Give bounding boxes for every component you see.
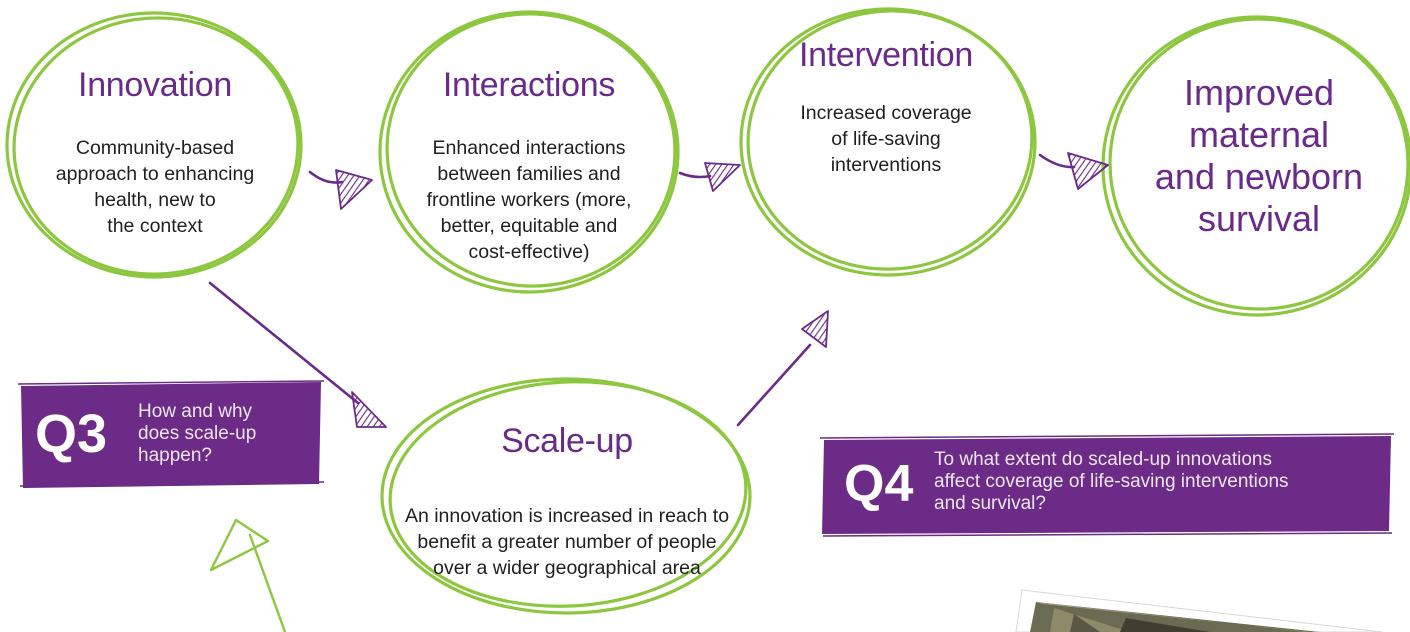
q3-line: How and why <box>138 401 253 422</box>
scaleup-circle <box>380 377 752 615</box>
intervention-circle <box>739 7 1037 277</box>
interactions-title: Interactions <box>442 66 616 104</box>
scaleup-description: An innovation is increased in reach to b… <box>382 503 752 581</box>
q3-box-background <box>18 380 324 488</box>
scaleup-line: An innovation is increased in reach to <box>404 505 730 527</box>
interactions-line: frontline workers (more, <box>426 189 632 211</box>
intervention-description: Increased coverage of life-saving interv… <box>756 100 1016 178</box>
q4-line: affect coverage of life-saving intervent… <box>934 471 1289 492</box>
arrowhead-icon <box>351 391 387 428</box>
photo-thumbnail <box>1010 572 1410 632</box>
node-intervention: Intervention Increased coverage of life-… <box>756 20 1016 260</box>
interactions-line: Enhanced interactions <box>432 137 626 159</box>
q4-box-background <box>820 433 1394 537</box>
intervention-line: Increased coverage <box>800 102 972 124</box>
arrowhead-icon <box>335 169 373 210</box>
interactions-line: between families and <box>437 163 621 185</box>
node-outcome: Improved maternal and newborn survival <box>1116 60 1402 280</box>
interactions-line: better, equitable and <box>440 215 618 237</box>
interactions-circle <box>378 10 680 294</box>
arrowhead-icon <box>801 310 829 348</box>
interactions-description: Enhanced interactions between families a… <box>384 135 674 265</box>
green-arrowhead-icon <box>209 518 270 572</box>
q4-line: To what extent do scaled-up innovations <box>934 449 1272 470</box>
outcome-line: maternal <box>1188 114 1330 155</box>
photo-image <box>1015 589 1383 632</box>
q4-label: Q4 <box>844 455 914 513</box>
outcome-line: and newborn <box>1154 156 1364 197</box>
q3-text: How and why does scale-up happen? <box>138 401 256 467</box>
green-arrow-shaft <box>248 533 287 632</box>
intervention-line: interventions <box>830 154 942 176</box>
outcome-line: Improved <box>1183 72 1335 113</box>
node-interactions: Interactions Enhanced interactions betwe… <box>384 30 674 290</box>
scaleup-line: benefit a greater number of people <box>417 531 717 553</box>
innovation-description: Community-based approach to enhancing he… <box>10 135 300 239</box>
outcome-title: Improved maternal and newborn survival <box>1116 72 1402 240</box>
q3-line: does scale-up <box>138 423 257 444</box>
q4-line: and survival? <box>934 493 1046 514</box>
interactions-line: cost-effective) <box>468 241 590 263</box>
connector-interactions-intervention <box>678 171 712 179</box>
innovation-line: the context <box>107 215 203 237</box>
q4-text: To what extent do scaled-up innovations … <box>934 449 1289 515</box>
innovation-line: health, new to <box>94 189 216 211</box>
node-innovation: Innovation Community-based approach to e… <box>10 30 300 270</box>
question-box-q3: Q3 How and why does scale-up happen? <box>18 380 324 490</box>
innovation-line: Community-based <box>75 137 235 159</box>
scaleup-line: over a wider geographical area <box>433 557 701 579</box>
question-box-q4: Q4 To what extent do scaled-up innovatio… <box>820 433 1394 537</box>
innovation-line: approach to enhancing <box>55 163 255 185</box>
q3-line: happen? <box>138 445 212 466</box>
arrowhead-icon <box>704 162 741 192</box>
scaleup-title: Scale-up <box>501 422 633 460</box>
outcome-line: survival <box>1197 198 1321 239</box>
intervention-title: Intervention <box>798 36 974 74</box>
innovation-circle <box>5 11 303 279</box>
connector-innovation-scaleup <box>208 281 360 405</box>
arrowhead-icon <box>1067 152 1109 190</box>
node-scaleup: Scale-up An innovation is increased in r… <box>382 400 752 600</box>
innovation-title: Innovation <box>78 66 232 104</box>
connector-scaleup-intervention <box>736 343 812 427</box>
intervention-line: of life-saving <box>831 128 941 150</box>
q3-label: Q3 <box>35 404 108 464</box>
